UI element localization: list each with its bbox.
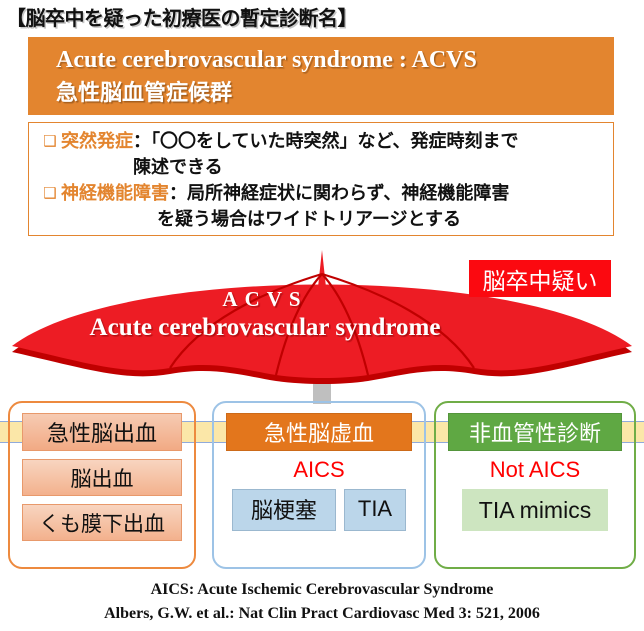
umbrella-rib-left-outer: [169, 272, 323, 369]
diagnosis-item-intracerebral-hemorrhage: 脳出血: [22, 459, 182, 496]
criteria-item-neuro-deficit: ❑ 神経機能障害：局所神経症状に関わらず、神経機能障害 を疑う場合はワイドトリア…: [39, 181, 609, 232]
diagnosis-acronym-aics: AICS: [293, 457, 345, 482]
criteria-neuro-deficit-text: 局所神経症状に関わらず、神経機能障害: [187, 183, 510, 203]
citation-abbreviation-line: AICS: Acute Ischemic Cerebrovascular Syn…: [150, 581, 494, 598]
page-title: 【脳卒中を疑った初療医の暫定診断名】: [6, 8, 358, 30]
criteria-item-sudden-onset: ❑ 突然発症：「〇〇をしていた時突然」など、発症時刻まで 陳述できる: [39, 129, 609, 180]
checkbox-square-icon: ❑: [43, 133, 57, 150]
umbrella-rib-right-outer: [321, 272, 475, 369]
criteria-panel: ❑ 突然発症：「〇〇をしていた時突然」など、発症時刻まで 陳述できる ❑ 神経機…: [28, 122, 614, 236]
criteria-neuro-deficit-line1: 神経機能障害：局所神経症状に関わらず、神経機能障害: [61, 181, 609, 207]
umbrella-canopy: [12, 284, 632, 378]
diagnosis-header-non-vascular: 非血管性診断: [448, 413, 622, 451]
diagnosis-chip-cerebral-infarction: 脳梗塞: [232, 489, 336, 531]
criteria-sudden-onset-line2: 陳述できる: [133, 157, 223, 177]
criteria-neuro-deficit-line2: を疑う場合はワイドトリアージとする: [157, 209, 462, 229]
diagnosis-chip-tia: TIA: [344, 489, 406, 531]
acvs-banner-english: Acute cerebrovascular syndrome : ACVS: [56, 47, 477, 73]
criteria-neuro-deficit-separator: ：: [169, 183, 187, 203]
diagnosis-acronym-not-aics: Not AICS: [489, 457, 581, 482]
acvs-banner: Acute cerebrovascular syndrome : ACVS 急性…: [28, 37, 614, 115]
diagnosis-box-hemorrhage: 急性脳出血 脳出血 くも膜下出血: [8, 401, 196, 569]
citation-reference-line: Albers, G.W. et al.: Nat Clin Pract Card…: [104, 605, 540, 622]
acvs-banner-japanese: 急性脳血管症候群: [56, 80, 233, 105]
criteria-sudden-onset-text: 「〇〇をしていた時突然」など、発症時刻まで: [151, 131, 519, 151]
criteria-sudden-onset-separator: ：: [133, 131, 151, 151]
umbrella-svg: [12, 250, 632, 404]
diagnosis-chip-tia-mimics: TIA mimics: [462, 489, 608, 531]
criteria-sudden-onset-line1: 突然発症：「〇〇をしていた時突然」など、発症時刻まで: [61, 129, 609, 155]
stroke-suspected-badge: 脳卒中疑い: [469, 260, 611, 297]
diagnosis-item-subarachnoid-hemorrhage: くも膜下出血: [22, 504, 182, 541]
diagnosis-header-ischemia: 急性脳虚血: [226, 413, 412, 451]
diagnosis-header-hemorrhage: 急性脳出血: [22, 413, 182, 451]
checkbox-square-icon: ❑: [43, 185, 57, 202]
diagnosis-chip-row-ischemia: 脳梗塞 TIA: [226, 489, 412, 531]
diagnosis-box-ischemia: 急性脳虚血 AICS 脳梗塞 TIA: [212, 401, 426, 569]
umbrella-rib-left-inner: [274, 273, 323, 376]
criteria-neuro-deficit-lead: 神経機能障害: [61, 183, 169, 203]
criteria-sudden-onset-lead: 突然発症: [61, 131, 133, 151]
umbrella-rib-right-inner: [321, 273, 370, 376]
diagnosis-box-non-vascular: 非血管性診断 Not AICS TIA mimics: [434, 401, 636, 569]
citation-footer: AICS: Acute Ischemic Cerebrovascular Syn…: [0, 578, 644, 626]
